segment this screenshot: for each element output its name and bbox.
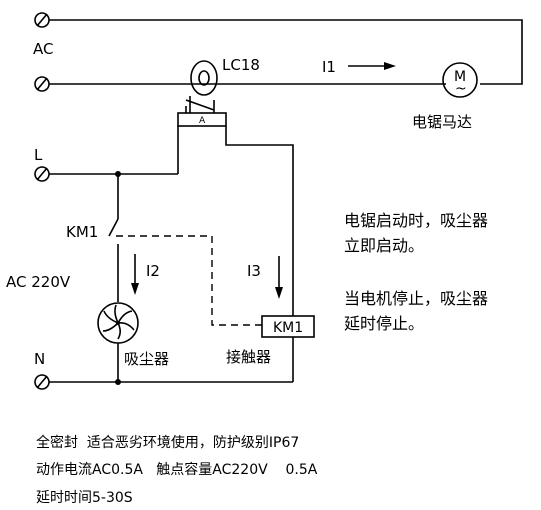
current-i3-arrow (275, 256, 283, 299)
svg-text:~: ~ (455, 81, 467, 97)
motor-label: 电锯马达 (412, 113, 472, 131)
terminal-n (34, 374, 50, 390)
svg-text:M: M (454, 69, 466, 85)
svg-text:A: A (199, 116, 206, 126)
km1-mechanical-link (116, 235, 262, 326)
note-line-1: 电锯启动时，吸尘器 (344, 211, 489, 230)
terminal-ac-1 (34, 12, 50, 28)
current-sensor: A (177, 60, 227, 127)
ac-label: AC (33, 40, 53, 58)
current-i2-label: I2 (146, 262, 160, 280)
supply-voltage-label: AC 220V (6, 273, 71, 291)
current-i3-label: I3 (247, 262, 261, 280)
vacuum-fan-symbol (97, 302, 139, 344)
sensor-label: LC18 (222, 56, 260, 74)
sensor-output-right (225, 126, 294, 316)
current-i1-label: I1 (322, 58, 336, 76)
vacuum-label: 吸尘器 (124, 350, 169, 368)
spec-line-1: 全密封 适合恶劣环境使用，防护级别IP67 (36, 435, 300, 451)
spec-line-3: 延时时间5-30S (36, 490, 133, 506)
km1-contact-label: KM1 (66, 223, 98, 241)
current-i2-arrow (131, 254, 139, 295)
ac-loop-wire (49, 19, 523, 85)
contactor-label: 接触器 (226, 348, 271, 366)
terminal-l (34, 166, 50, 182)
motor-symbol: M ~ (442, 62, 478, 98)
note-line-2: 立即启动。 (344, 236, 425, 255)
contactor-coil-label: KM1 (273, 320, 303, 336)
km1-contact-wire (108, 174, 119, 302)
note-line-4: 延时停止。 (344, 314, 425, 333)
current-i1-arrow (348, 62, 396, 70)
live-label: L (34, 146, 43, 164)
spec-line-2: 动作电流AC0.5A 触点容量AC220V 0.5A (36, 462, 318, 478)
contactor-coil-box (261, 315, 315, 338)
note-line-3: 当电机停止，吸尘器 (344, 289, 489, 308)
terminal-ac-2 (34, 76, 50, 92)
neutral-label: N (34, 350, 45, 368)
